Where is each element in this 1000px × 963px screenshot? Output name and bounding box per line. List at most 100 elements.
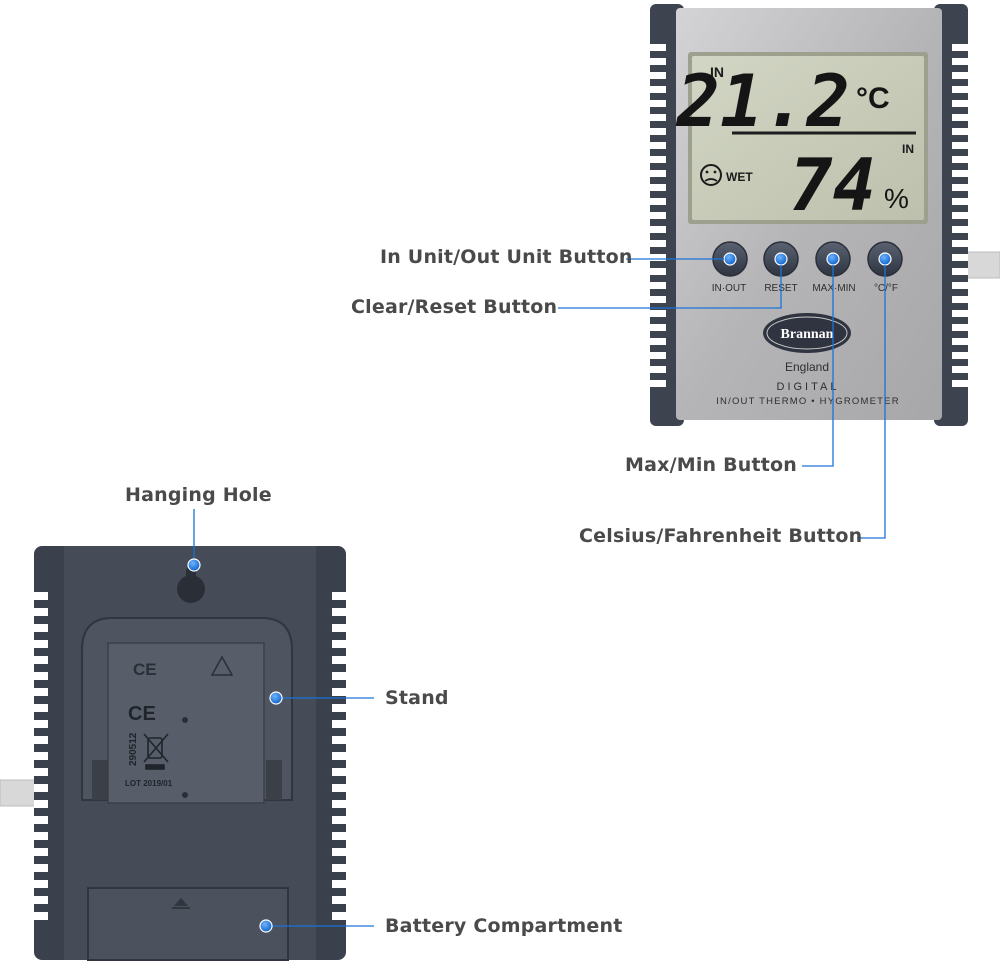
max-min-button[interactable] (815, 241, 851, 277)
vent-notch (650, 268, 666, 275)
vent-notch (952, 212, 968, 219)
vent-notch (332, 608, 346, 616)
vent-notch (650, 198, 666, 205)
vent-notch (650, 380, 666, 387)
stand-code: 290512 (128, 732, 139, 766)
lcd-humidity-unit: % (884, 183, 909, 214)
vent-notch (650, 310, 666, 317)
vent-notch (332, 768, 346, 776)
vent-notch (952, 44, 968, 51)
battery-compartment (87, 887, 289, 961)
vent-notch (650, 282, 666, 289)
vent-notch (952, 296, 968, 303)
vent-notch (650, 324, 666, 331)
lcd-humidity: 74 (789, 143, 876, 227)
celsius-leader (857, 265, 886, 539)
vent-notch (34, 896, 48, 904)
vent-notch (650, 184, 666, 191)
vent-notch (952, 282, 968, 289)
vent-notch (332, 704, 346, 712)
vent-notch (34, 608, 48, 616)
vent-notch (650, 44, 666, 51)
vent-notch (34, 784, 48, 792)
vent-notch (34, 832, 48, 840)
reset-button[interactable] (763, 241, 799, 277)
callout-battery: Battery Compartment (385, 915, 623, 937)
vent-notch (650, 240, 666, 247)
vent-notch (952, 380, 968, 387)
vent-notch (34, 672, 48, 680)
product-line-1: DIGITAL (777, 381, 840, 393)
vent-notch (650, 156, 666, 163)
vent-notch (952, 170, 968, 177)
vent-notch (332, 896, 346, 904)
vent-notch (332, 752, 346, 760)
callout-max-min: Max/Min Button (625, 454, 798, 476)
vent-notch (34, 656, 48, 664)
vent-notch (332, 640, 346, 648)
vent-notch (34, 816, 48, 824)
vent-notch (952, 226, 968, 233)
max-min-button-label: MAX·MIN (812, 283, 855, 294)
callout-stand: Stand (385, 687, 449, 709)
vent-notch (650, 170, 666, 177)
vent-notch (650, 338, 666, 345)
stand-ce-mark: CE (128, 703, 156, 725)
vent-notch (332, 800, 346, 808)
vent-notch (952, 86, 968, 93)
vent-notch (34, 592, 48, 600)
vent-notch (34, 640, 48, 648)
vent-notch (34, 752, 48, 760)
vent-notch (34, 800, 48, 808)
vent-notch (332, 784, 346, 792)
vent-notch (332, 720, 346, 728)
front-thermometer-unit: IN IN 21.2 °C 74 % WET IN·OUT RESET MAX·… (650, 4, 1000, 426)
vent-notch (34, 864, 48, 872)
vent-notch (952, 128, 968, 135)
product-line-2: IN/OUT THERMO • HYGROMETER (716, 396, 900, 407)
celsius-fahrenheit-button[interactable] (867, 241, 903, 277)
weee-bin-icon (143, 733, 169, 770)
vent-notch (650, 100, 666, 107)
vent-notch (952, 72, 968, 79)
celsius-button-marker (878, 252, 892, 266)
vent-notch (34, 768, 48, 776)
vent-notch (332, 736, 346, 744)
vent-notch (34, 848, 48, 856)
lcd-in-bottom: IN (902, 142, 914, 156)
in-out-button-label: IN·OUT (712, 283, 746, 294)
stand: CE CE 290512 LOT 2019/01 (81, 617, 293, 804)
vent-notch (952, 268, 968, 275)
vent-notch (650, 296, 666, 303)
vent-notch (332, 624, 346, 632)
stand-lot: LOT 2019/01 (125, 779, 173, 788)
battery-marker (259, 919, 273, 933)
callout-in-out: In Unit/Out Unit Button (380, 246, 633, 268)
vent-notch (650, 86, 666, 93)
vent-notch (332, 848, 346, 856)
vent-notch (332, 880, 346, 888)
comfort-face-icon (700, 164, 722, 186)
front-right-frame (934, 4, 968, 426)
callout-leaders (193, 258, 886, 927)
vent-notch (332, 688, 346, 696)
max-min-button-marker (826, 252, 840, 266)
vent-notch (34, 880, 48, 888)
reset-leader (558, 265, 782, 309)
stand-ce-top: CE (133, 660, 157, 679)
vent-notch (952, 324, 968, 331)
vent-notch (952, 366, 968, 373)
lcd-temperature: 21.2 (675, 59, 850, 143)
vent-notch (650, 72, 666, 79)
lcd-screen (692, 56, 924, 220)
vent-notch (952, 198, 968, 205)
vent-notch (34, 912, 48, 920)
vent-notch (650, 212, 666, 219)
hanging-hole-marker (187, 558, 201, 572)
reset-button-marker (774, 252, 788, 266)
celsius-button-label: °C/°F (874, 283, 898, 294)
callout-celsius: Celsius/Fahrenheit Button (579, 525, 863, 547)
vent-notch (952, 114, 968, 121)
vent-notch (332, 672, 346, 680)
vent-notch (650, 254, 666, 261)
